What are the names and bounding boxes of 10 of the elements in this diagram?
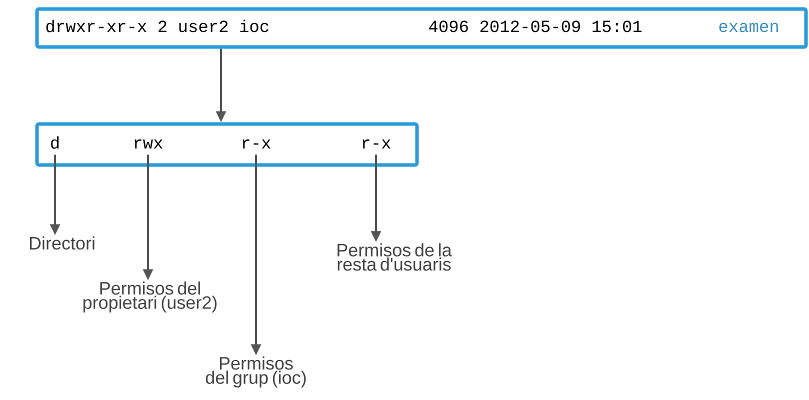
permission-text: rwx [134,139,162,148]
permission-text: r-x [362,139,390,148]
permission-text: r-x [242,139,270,148]
label-text: Permisos del propietari (user2) [83,282,217,312]
permission-box [35,122,419,167]
label-text: Directori [30,236,94,250]
command-output-box: drwxr-xr-x 2 user2 ioc 4096 2012-05-09 15:01 examen [35,7,808,49]
label-text: Permisos del grup (ioc) [206,356,306,388]
label-text: Permisos de la resta d'usuaris [338,243,452,271]
permission-text: d [51,136,59,149]
